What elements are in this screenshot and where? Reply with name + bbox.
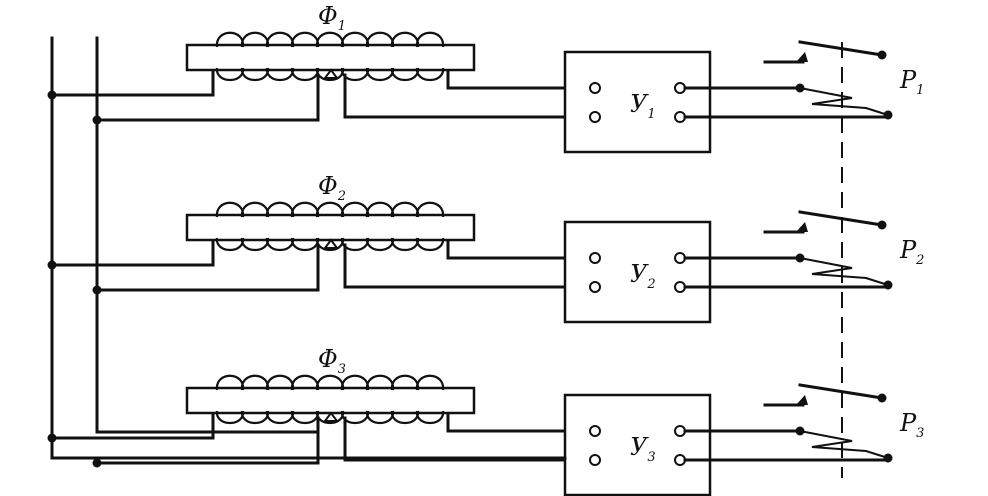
core-output-wire (446, 68, 597, 90)
filter-winding (215, 201, 445, 252)
relay-switch-arm (798, 383, 884, 400)
amplifier-label-letter: У (630, 90, 649, 118)
relay-label-letter: P (899, 66, 917, 94)
core-pivot-marker (323, 411, 339, 422)
relay-switch-arm (798, 40, 884, 57)
filter-winding (215, 31, 445, 82)
terminal-circle (589, 425, 601, 437)
amplifier-label-subscript: 2 (646, 277, 655, 292)
amplifier-label-subscript: 3 (647, 450, 655, 465)
feed-wire-upper (50, 411, 215, 440)
relay-label-subscript: 1 (916, 83, 924, 98)
filter-label-letter: Φ (318, 2, 338, 30)
amplifier-box (563, 220, 712, 324)
relay-switch-arm (798, 210, 884, 227)
amplifier-box (563, 50, 712, 154)
relay-label: P3 (899, 409, 924, 441)
core-pivot-marker (323, 68, 339, 79)
filter-label-letter: Φ (318, 345, 338, 373)
filter-core (185, 43, 476, 72)
filter-label-subscript: 3 (338, 362, 346, 377)
filter-label: Φ2 (318, 172, 346, 204)
filter-label: Φ3 (318, 345, 346, 377)
core-pivot-marker (323, 238, 339, 249)
feed-wire-lower (95, 416, 320, 465)
relay-coil-zigzag (799, 430, 889, 459)
feed-wire-lower (95, 73, 320, 122)
relay-contact-marker (796, 52, 808, 62)
feed-wire-upper (50, 68, 215, 97)
amplifier-label-subscript: 1 (647, 107, 655, 122)
relay-switch-dot (877, 220, 887, 230)
relay-label: P2 (899, 236, 924, 268)
amplifier-label-letter: У (630, 433, 649, 461)
filter-label-subscript: 1 (338, 19, 346, 34)
filter-core (185, 386, 476, 415)
amplifier-label: У1 (630, 90, 656, 122)
terminal-circle (589, 111, 601, 123)
feed-wire-lower (95, 243, 320, 292)
relay-coil-zigzag (799, 257, 889, 286)
relay-label-letter: P (899, 236, 917, 264)
amplifier-box (563, 393, 712, 496)
amplifier-label: У2 (630, 260, 656, 292)
relay-switch-dot (877, 393, 887, 403)
filter-label: Φ1 (318, 2, 346, 34)
relay-coil-zigzag (799, 87, 889, 116)
feed-wire-upper (50, 238, 215, 267)
amplifier-label-letter: У (630, 260, 649, 288)
core-output-wire (343, 243, 597, 289)
filter-winding (215, 374, 445, 425)
core-output-wire (343, 73, 597, 119)
relay-contact-marker (796, 395, 808, 405)
relay-label: P1 (899, 66, 924, 98)
terminal-circle (589, 252, 601, 264)
relay-label-subscript: 3 (916, 426, 924, 441)
core-output-wire (446, 411, 597, 433)
filter-label-subscript: 2 (337, 189, 346, 204)
core-output-wire (343, 416, 597, 462)
relay-label-letter: P (899, 409, 917, 437)
terminal-circle (589, 281, 601, 293)
terminal-circle (589, 454, 601, 466)
relay-switch-dot (877, 50, 887, 60)
relay-contact-marker (796, 222, 808, 232)
terminal-circle (589, 82, 601, 94)
amplifier-label: У3 (630, 433, 656, 465)
filter-core (185, 213, 476, 242)
core-output-wire (446, 238, 597, 260)
filter-label-letter: Φ (318, 172, 338, 200)
relay-label-subscript: 2 (915, 253, 924, 268)
